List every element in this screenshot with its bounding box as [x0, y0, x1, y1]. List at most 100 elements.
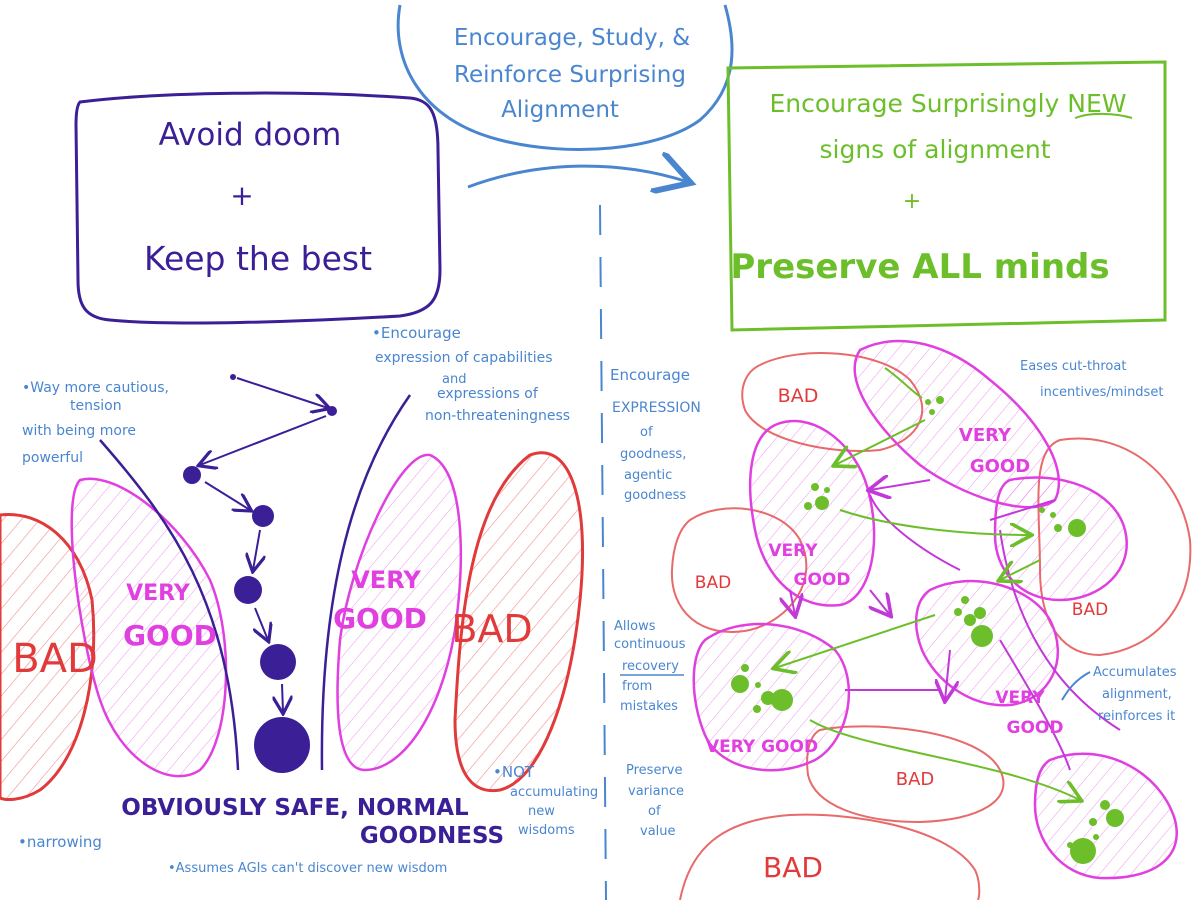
mid-enc-4: goodness, — [620, 447, 686, 462]
left-goal-line1: Avoid doom — [159, 117, 342, 153]
green-arrow-5 — [809, 719, 1080, 800]
agent-dot-6 — [260, 644, 296, 680]
note-encourage-3: and — [442, 372, 466, 387]
left-goal-plus: + — [230, 179, 253, 212]
very-good-region-right — [336, 453, 462, 772]
bad-region-right-bottom — [679, 813, 981, 900]
vg-connector-2 — [999, 639, 1071, 771]
mid-preserve-3: of — [648, 804, 661, 819]
note-encourage-5: non-threateningness — [425, 408, 570, 424]
right-goal-line3: Preserve ALL minds — [730, 247, 1109, 287]
vg-connector-3 — [999, 529, 1121, 731]
agent-dot-4 — [252, 505, 274, 527]
mag-arrow-3 — [790, 589, 795, 615]
mid-enc-5: agentic — [624, 468, 672, 483]
green-arrow-4 — [775, 614, 936, 668]
mag-arrow-1 — [870, 480, 931, 490]
mid-preserve-4: value — [640, 824, 676, 839]
center-cloud: Encourage, Study, & Reinforce Surprising… — [396, 4, 734, 187]
note-cautious-3: with being more — [22, 423, 136, 439]
vg-connector-5 — [989, 499, 1056, 521]
mid-enc-1: Encourage — [610, 366, 690, 384]
mind-cluster-6 — [1067, 800, 1124, 864]
note-not-acc-4: wisdoms — [518, 823, 575, 838]
r-vg-bottom: VERY GOOD — [706, 737, 818, 757]
very-good-label-right-1: VERY — [351, 566, 421, 594]
r-note-eases-2: incentives/mindset — [1040, 385, 1163, 400]
note-not-acc-1: •NOT — [493, 763, 535, 781]
r-bad-bottom: BAD — [763, 851, 823, 884]
bad-region-right-center — [806, 725, 1005, 824]
mind-cluster-2 — [804, 483, 830, 510]
trajectory-arrow-5 — [255, 607, 268, 640]
agent-dot-5 — [234, 576, 262, 604]
center-cloud-line1: Encourage, Study, & — [454, 25, 690, 51]
left-goal-line2: Keep the best — [144, 239, 372, 278]
r-note-acc-3: reinforces it — [1098, 709, 1175, 724]
green-arrow-1 — [835, 419, 926, 465]
very-good-region-r-bottom — [1033, 752, 1178, 880]
blue-pointer — [1061, 671, 1091, 701]
r-note-acc-1: Accumulates — [1093, 665, 1177, 680]
trajectory-arrow-3 — [204, 481, 250, 510]
very-good-region-r-right — [993, 476, 1128, 602]
bad-label-right: BAD — [451, 607, 532, 651]
left-diagram: BAD BAD VERY GOOD VERY GOOD •Way more ca… — [0, 324, 598, 876]
mind-cluster-3 — [1039, 507, 1086, 537]
mid-enc-3: of — [640, 425, 653, 440]
r-bad-left: BAD — [695, 573, 731, 593]
safe-label-1: OBVIOUSLY SAFE, NORMAL — [121, 795, 469, 821]
vg-connector-1 — [869, 494, 961, 571]
right-goal-box: Encourage Surprisingly NEW signs of alig… — [726, 60, 1167, 332]
green-arrow-2 — [839, 509, 1030, 535]
right-diagram: BAD BAD BAD BAD BAD VERY GOOD VERY GOOD … — [670, 339, 1192, 900]
mid-preserve-1: Preserve — [626, 763, 682, 778]
middle-notes: Encourage EXPRESSION of goodness, agenti… — [610, 366, 701, 839]
mid-allows-5: mistakes — [620, 699, 678, 714]
left-goal-box: Avoid doom + Keep the best — [74, 91, 442, 325]
center-cloud-line3: Alignment — [501, 97, 619, 123]
very-good-label-left-2: GOOD — [123, 619, 217, 652]
funnel-wall-right — [320, 394, 412, 771]
mind-cluster-4 — [954, 596, 993, 647]
trajectory-arrow-2 — [200, 415, 327, 465]
note-cautious-2: tension — [70, 398, 122, 414]
note-assumes: •Assumes AGIs can't discover new wisdom — [168, 861, 447, 876]
mag-arrow-2 — [870, 589, 890, 615]
trajectory-arrow-6 — [282, 683, 283, 712]
note-cautious-1: •Way more cautious, — [22, 380, 169, 396]
bad-label-left: BAD — [12, 636, 98, 682]
mind-cluster-5 — [731, 664, 793, 713]
mid-allows-1: Allows — [614, 619, 656, 634]
safe-label-2: GOODNESS — [360, 823, 504, 849]
r-vg-mid-1: VERY — [768, 541, 818, 561]
note-encourage-2: expression of capabilities — [375, 350, 553, 366]
very-good-label-left-1: VERY — [126, 581, 191, 606]
bad-region-left — [0, 512, 96, 802]
note-encourage-4: expressions of — [437, 386, 539, 402]
right-goal-plus: + — [903, 189, 921, 214]
note-cautious-4: powerful — [22, 450, 83, 466]
bad-region-right — [453, 451, 584, 793]
right-goal-line1: Encourage Surprisingly NEW — [770, 89, 1127, 118]
r-note-acc-2: alignment, — [1102, 687, 1172, 702]
note-not-acc-3: new — [528, 804, 555, 819]
r-bad-right: BAD — [1072, 600, 1108, 620]
very-good-label-right-2: GOOD — [333, 602, 427, 635]
mid-allows-4: from — [622, 679, 652, 694]
trajectory-arrow-4 — [253, 529, 260, 570]
agent-dot-2 — [327, 406, 337, 416]
r-vg-top-2: GOOD — [970, 456, 1030, 477]
agent-dot-7 — [254, 717, 310, 773]
new-underline — [1074, 112, 1133, 119]
note-encourage-1: •Encourage — [372, 324, 461, 342]
center-divider — [599, 204, 607, 900]
agent-dot-1 — [230, 374, 236, 380]
r-bad-top: BAD — [778, 385, 819, 407]
green-arrow-6 — [884, 367, 923, 399]
center-cloud-line2: Reinforce Surprising — [454, 62, 686, 88]
note-narrowing: •narrowing — [18, 833, 102, 851]
mag-arrow-4 — [945, 649, 950, 700]
very-good-region-left — [70, 477, 228, 778]
